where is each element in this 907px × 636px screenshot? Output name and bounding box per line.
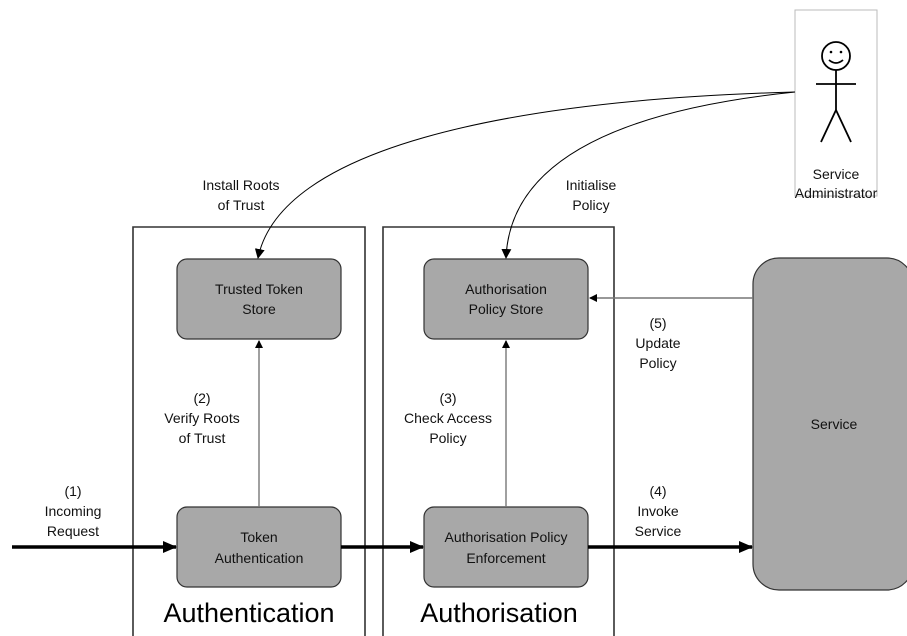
actor-name-1: Service — [813, 166, 860, 182]
install-roots-label-1: Install Roots — [202, 177, 279, 193]
step3-number: (3) — [439, 390, 456, 406]
step5-number: (5) — [649, 315, 666, 331]
authentication-title: Authentication — [163, 598, 334, 628]
step2-label-1: Verify Roots — [164, 410, 239, 426]
install-roots-arrow — [254, 91, 796, 259]
step4-number: (4) — [649, 483, 666, 499]
service-box[interactable]: Service — [752, 257, 907, 591]
step1-label-2: Request — [47, 523, 99, 539]
step3-label-2: Policy — [429, 430, 466, 446]
token-authentication-label-1: Token — [240, 529, 277, 545]
step1-label-1: Incoming — [45, 503, 102, 519]
authorisation-title: Authorisation — [420, 598, 578, 628]
initialise-policy-label-1: Initialise — [566, 177, 617, 193]
trusted-token-store-label-1: Trusted Token — [215, 281, 303, 297]
step4-label-1: Invoke — [637, 503, 678, 519]
policy-enforcement-label-2: Enforcement — [466, 550, 545, 566]
service-label: Service — [811, 416, 858, 432]
trusted-token-store-box[interactable]: Trusted Token Store — [176, 258, 342, 340]
authentication-group: Authentication — [132, 226, 366, 636]
step2-number: (2) — [193, 390, 210, 406]
install-roots-label-2: of Trust — [218, 197, 265, 213]
token-authentication-box[interactable]: Token Authentication — [176, 506, 342, 588]
token-authentication-label-2: Authentication — [215, 550, 304, 566]
service-administrator-actor[interactable]: Service Administrator — [794, 9, 878, 201]
initialise-policy-label-2: Policy — [572, 197, 609, 213]
step2-label-2: of Trust — [179, 430, 226, 446]
person-icon — [816, 41, 856, 143]
authorisation-policy-store-box[interactable]: Authorisation Policy Store — [423, 258, 589, 340]
trusted-token-store-label-2: Store — [242, 301, 276, 317]
policy-store-label-1: Authorisation — [465, 281, 547, 297]
actor-name-2: Administrator — [795, 185, 878, 201]
authorisation-group: Authorisation — [382, 226, 615, 636]
policy-enforcement-label-1: Authorisation Policy — [445, 529, 568, 545]
initialise-policy-arrow — [501, 91, 796, 259]
step3-label-1: Check Access — [404, 410, 492, 426]
step4-label-2: Service — [635, 523, 682, 539]
authorisation-policy-enforcement-box[interactable]: Authorisation Policy Enforcement — [423, 506, 589, 588]
step1-number: (1) — [64, 483, 81, 499]
step5-label-1: Update — [635, 335, 680, 351]
step5-label-2: Policy — [639, 355, 676, 371]
policy-store-label-2: Policy Store — [469, 301, 544, 317]
